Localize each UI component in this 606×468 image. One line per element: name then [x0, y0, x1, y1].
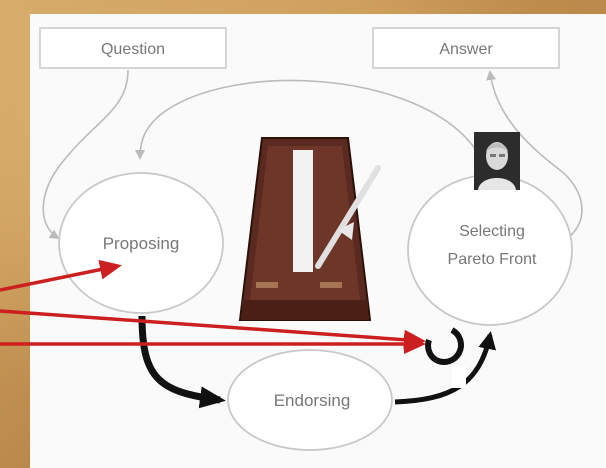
question-node: Question [39, 27, 227, 69]
selecting-label-line1: Selecting [459, 223, 525, 240]
cycle-icon [425, 327, 466, 388]
question-to-proposing-arrow [42, 69, 129, 240]
red-arrow-to-cycle-upper [0, 309, 426, 350]
endorsing-node: Endorsing [227, 349, 393, 451]
selecting-label-line2: Pareto Front [448, 251, 537, 268]
endorsing-label: Endorsing [274, 391, 351, 410]
metronome-icon [238, 137, 381, 321]
loop-back-arrow [135, 79, 477, 160]
proposing-node: Proposing [58, 172, 224, 314]
portrait-photo [474, 132, 520, 190]
red-arrow-to-proposing [0, 259, 122, 292]
selecting-node: Selecting Pareto Front [407, 174, 573, 326]
answer-node: Answer [372, 27, 560, 69]
answer-label: Answer [439, 41, 493, 58]
question-label: Question [101, 41, 165, 58]
selecting-to-answer-arrow [486, 70, 583, 239]
proposing-label: Proposing [103, 234, 180, 253]
proposing-to-endorsing-arrow [138, 315, 226, 409]
